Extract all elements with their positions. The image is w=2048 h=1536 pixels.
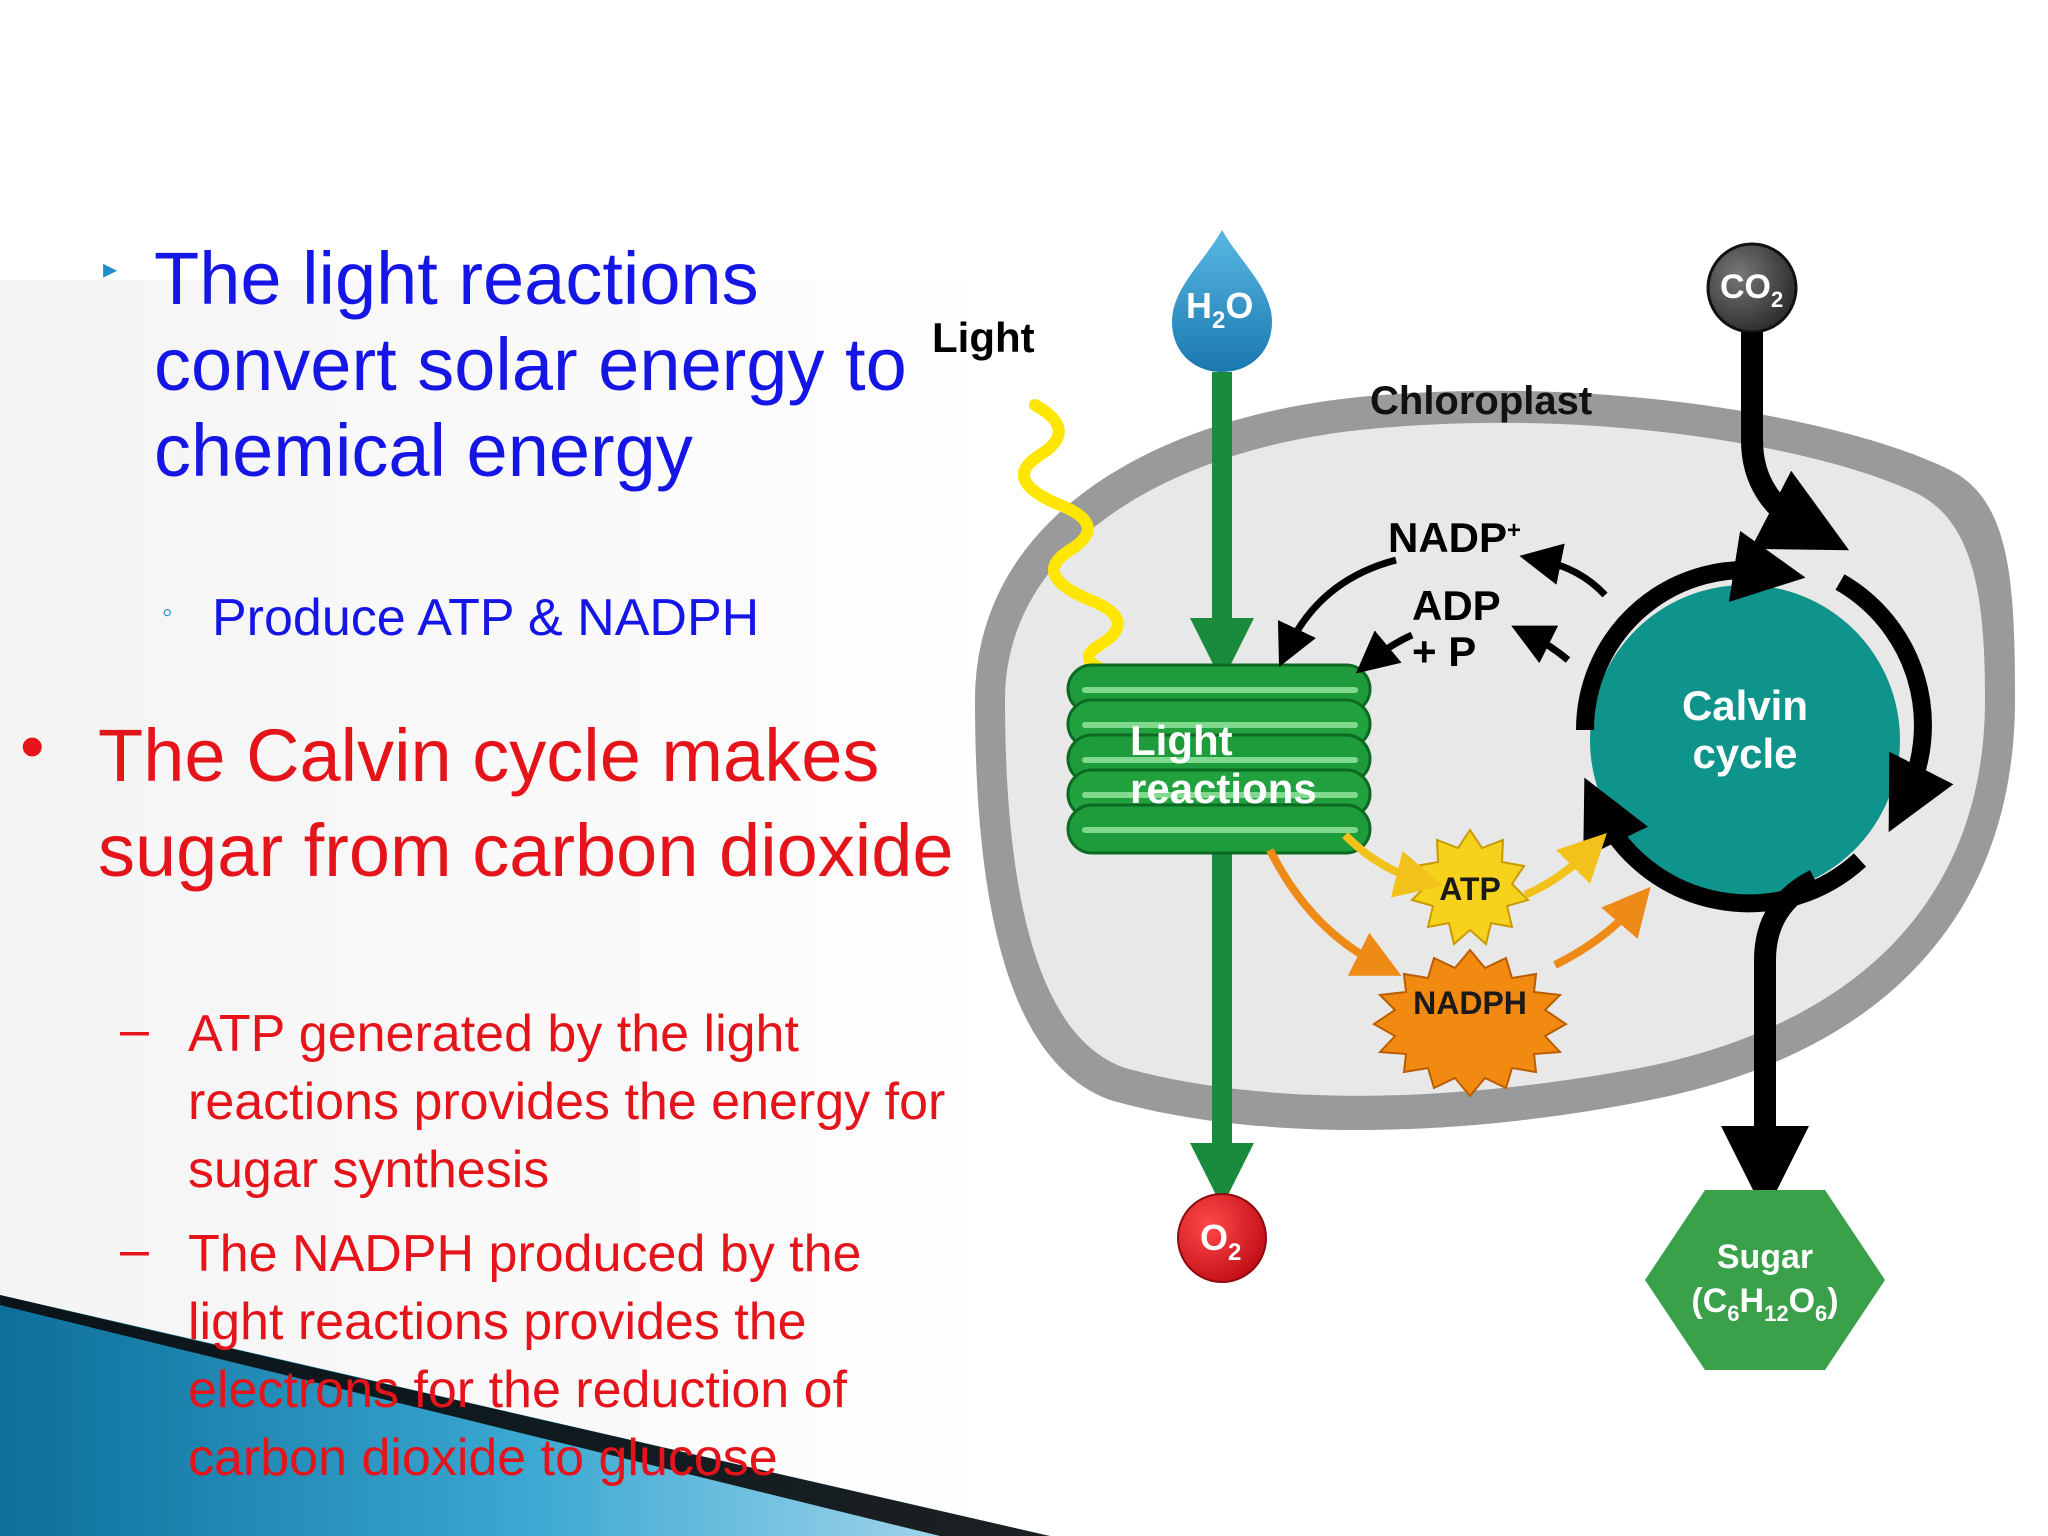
co2-label: CO2: [1720, 268, 1783, 312]
co2-input-arrow: [1741, 332, 1850, 551]
light-squiggle: [1018, 399, 1146, 686]
bullet-light-reactions: The light reactions convert solar energy…: [154, 237, 907, 492]
nadph-to-calvin-arrow: [1553, 886, 1651, 969]
light-to-atp-arrow: [1342, 832, 1444, 898]
light-reactions-label-line1: Light: [1130, 717, 1233, 764]
sugar-output-arrow: [1721, 870, 1821, 1214]
calvin-cycle-label-line1: Calvin: [1682, 682, 1808, 729]
subbullet-atp-energy: ATP generated by the light reactions pro…: [188, 1005, 946, 1199]
atp-label: ATP: [1439, 871, 1501, 907]
slide-background-wash: [0, 280, 1000, 1536]
bullet-calvin-cycle: The Calvin cycle makes sugar from carbon…: [98, 714, 954, 892]
subbullet-produce-atp-nadph: Produce ATP & NADPH: [212, 589, 760, 647]
nadp-label: NADP+: [1388, 514, 1521, 561]
calvin-cycle-arrow-bottom: [1583, 777, 1867, 913]
atp-to-calvin-arrow: [1523, 833, 1607, 899]
sugar-hexagon-icon: [1645, 1190, 1885, 1370]
nadph-label: NADPH: [1413, 985, 1527, 1021]
nadp-return-arrow: [1277, 556, 1397, 667]
dash-bullet-marker: –: [120, 1221, 149, 1279]
o2-label: O2: [1200, 1217, 1241, 1266]
chloroplast-label: Chloroplast: [1370, 379, 1592, 423]
main-bullet-marker: •: [20, 707, 45, 785]
sugar-label: Sugar: [1717, 1238, 1813, 1276]
calvin-cycle-arrow-right: [1835, 574, 1954, 833]
adp-return-arrow: [1355, 630, 1414, 674]
sugar-formula: (C6H12O6): [1691, 1282, 1838, 1326]
dash-bullet-marker: –: [120, 1001, 149, 1059]
level1-bullet-marker: ▸: [103, 253, 118, 284]
calvin-to-nadp-arrow: [1519, 543, 1608, 598]
light-reactions-label-line2: reactions: [1130, 765, 1317, 812]
calvin-cycle-arrow-top: [1576, 530, 1806, 731]
subbullet-nadph-electrons: The NADPH produced by the light reaction…: [188, 1225, 862, 1487]
water-drop-icon: [1172, 230, 1272, 372]
level2-bullet-marker: ◦: [162, 596, 173, 629]
h2o-label: H2O: [1186, 285, 1253, 334]
adp-label: ADP: [1412, 582, 1501, 629]
nadph-burst-icon: [1372, 948, 1568, 1098]
calvin-to-adp-arrow: [1511, 625, 1571, 664]
o2-molecule-icon: [1177, 1193, 1267, 1283]
calvin-cycle-disc: [1590, 585, 1900, 895]
thylakoid-stack: [1066, 663, 1372, 855]
blue-wedge: [0, 1295, 1050, 1536]
light-to-nadph-arrow: [1266, 848, 1402, 976]
light-label: Light: [932, 314, 1035, 361]
calvin-cycle-label-line2: cycle: [1692, 730, 1797, 777]
plus-p-label: + P: [1412, 628, 1476, 675]
